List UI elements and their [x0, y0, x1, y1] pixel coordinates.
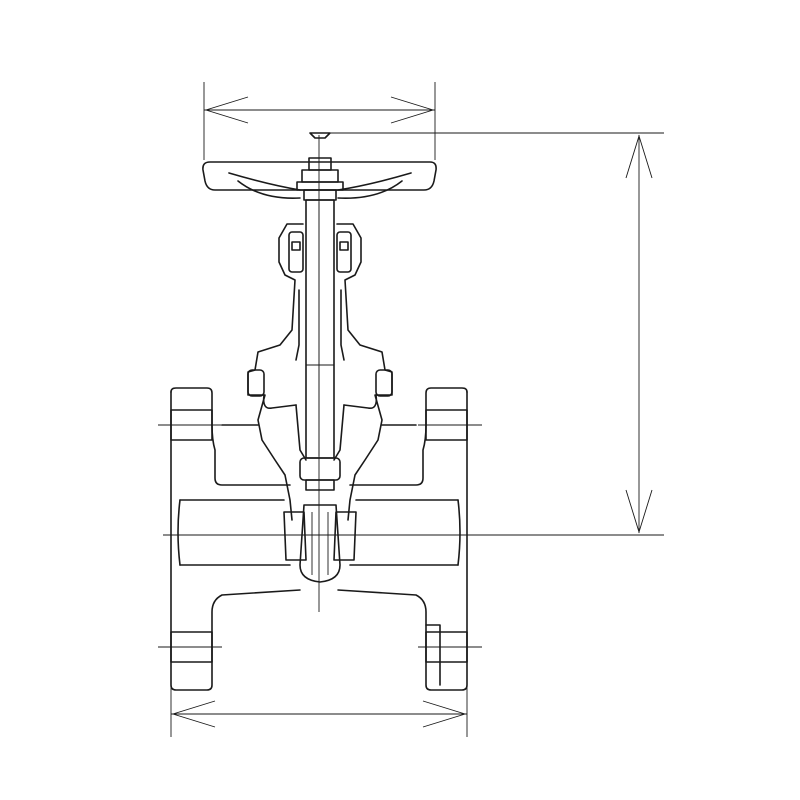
stem — [305, 199, 335, 459]
dimension-d — [203, 82, 436, 160]
centerlines — [158, 135, 482, 648]
yoke-bonnet — [247, 223, 393, 521]
valve-body — [170, 387, 468, 691]
dimension-l — [170, 680, 468, 737]
handwheel — [202, 132, 437, 201]
dimension-h — [163, 132, 664, 536]
gate-wedge — [283, 457, 357, 583]
